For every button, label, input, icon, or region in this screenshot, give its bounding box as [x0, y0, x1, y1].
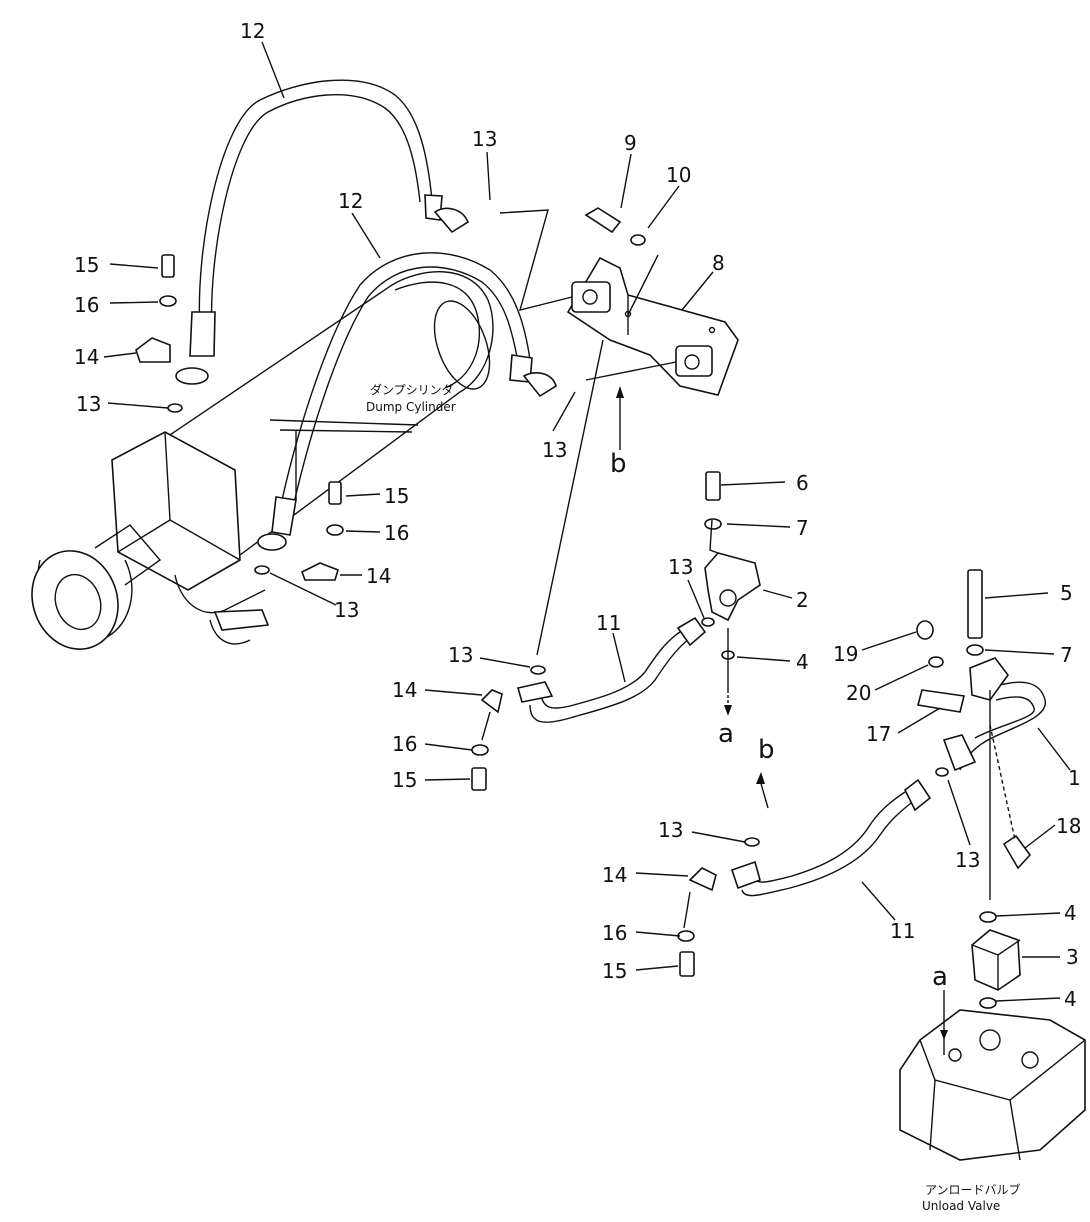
connector-a: a [932, 962, 948, 992]
block-2 [701, 471, 761, 660]
callout-16: 16 [392, 732, 417, 756]
leader-lines [103, 41, 1071, 1055]
callout-12: 12 [240, 19, 265, 43]
connector-b: b [610, 449, 627, 479]
callout-13: 13 [955, 848, 980, 872]
callout-13: 13 [472, 127, 497, 151]
unload-valve-caption-en: Unload Valve [922, 1199, 1000, 1213]
callout-16: 16 [384, 521, 409, 545]
callout-15: 15 [602, 959, 627, 983]
callout-17: 17 [866, 722, 891, 746]
callout-16: 16 [74, 293, 99, 317]
connector-a: a [718, 719, 734, 749]
callout-1: 1 [1068, 766, 1081, 790]
connector-b: b [758, 735, 775, 765]
pipe-11-middle [471, 616, 707, 791]
pipe-1 [916, 569, 1046, 870]
clamp-set-left [135, 254, 344, 581]
callout-10: 10 [666, 163, 691, 187]
callout-16: 16 [602, 921, 627, 945]
hose-12-upper [175, 79, 470, 385]
callout-11: 11 [890, 919, 915, 943]
callout-13: 13 [668, 555, 693, 579]
callout-4: 4 [1064, 987, 1077, 1011]
callout-8: 8 [712, 251, 725, 275]
dump-cylinder-caption-jp: ダンプシリンダ [370, 382, 454, 397]
washer-10-shape [630, 234, 646, 246]
callout-13: 13 [658, 818, 683, 842]
bracket-8 [566, 256, 739, 396]
callout-4: 4 [1064, 901, 1077, 925]
callout-19: 19 [833, 642, 858, 666]
bolt-9-shape [584, 207, 622, 234]
callout-15: 15 [74, 253, 99, 277]
callout-13: 13 [542, 438, 567, 462]
dump-cylinder-caption-en: Dump Cylinder [366, 400, 456, 414]
callout-7: 7 [1060, 643, 1073, 667]
callout-6: 6 [796, 471, 809, 495]
callout-11: 11 [596, 611, 621, 635]
callout-12: 12 [338, 189, 363, 213]
callout-13: 13 [334, 598, 359, 622]
callout-9: 9 [624, 131, 637, 155]
callout-14: 14 [366, 564, 391, 588]
unload-valve-caption-jp: アンロードバルブ [925, 1182, 1021, 1197]
callout-14: 14 [602, 863, 627, 887]
hose-12-lower [257, 252, 557, 551]
callout-13: 13 [448, 643, 473, 667]
callout-20: 20 [846, 681, 871, 705]
dump-cylinder [31, 271, 494, 650]
callout-18: 18 [1056, 814, 1081, 838]
callout-15: 15 [392, 768, 417, 792]
callout-3: 3 [1066, 945, 1079, 969]
pipe-11-lower [677, 767, 949, 977]
unload-valve [899, 911, 1086, 1161]
callout-5: 5 [1060, 581, 1073, 605]
callout-7: 7 [796, 516, 809, 540]
callout-15: 15 [384, 484, 409, 508]
callout-14: 14 [392, 678, 417, 702]
callout-4: 4 [796, 650, 809, 674]
callout-13: 13 [76, 392, 101, 416]
callout-2: 2 [796, 588, 809, 612]
callout-14: 14 [74, 345, 99, 369]
